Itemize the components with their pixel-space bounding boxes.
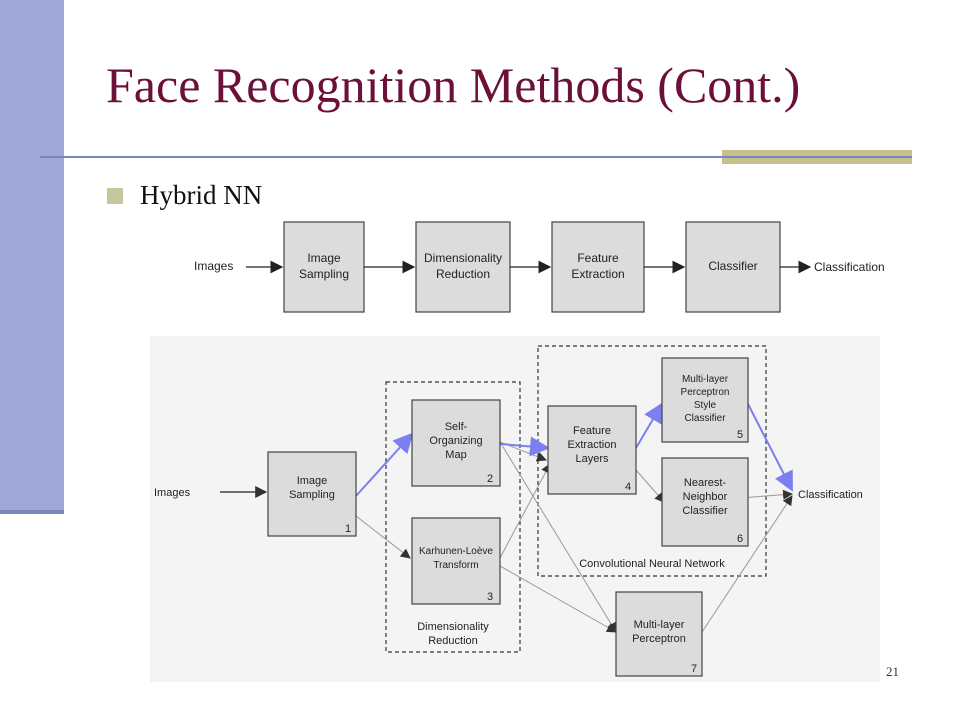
svg-text:Classifier: Classifier	[682, 505, 728, 517]
svg-text:Karhunen-Loève: Karhunen-Loève	[419, 546, 493, 557]
group-cnn-label: Convolutional Neural Network	[579, 558, 725, 570]
bullet-square-icon	[107, 188, 123, 204]
svg-text:Neighbor: Neighbor	[683, 491, 728, 503]
hybrid-network-diagram: Dimensionality Reduction Convolutional N…	[150, 336, 880, 682]
svg-text:Multi-layer: Multi-layer	[682, 374, 729, 385]
svg-text:7: 7	[691, 663, 697, 675]
pipeline-output-label: Classification	[814, 260, 885, 274]
svg-text:Classifier: Classifier	[684, 413, 726, 424]
svg-text:Map: Map	[445, 449, 466, 461]
network-output-label: Classification	[798, 489, 863, 501]
svg-text:Perceptron: Perceptron	[632, 633, 686, 645]
divider-accent	[722, 150, 912, 164]
group-dimensionality-label-1: Dimensionality	[417, 621, 489, 633]
slide-title: Face Recognition Methods (Cont.)	[106, 57, 801, 113]
pipeline-box-image-sampling: Image Sampling	[283, 221, 365, 313]
svg-text:4: 4	[625, 481, 631, 493]
pipeline-input-label: Images	[194, 259, 233, 273]
svg-text:Style: Style	[694, 400, 717, 411]
svg-text:Dimensionality: Dimensionality	[424, 251, 502, 265]
svg-text:Reduction: Reduction	[436, 267, 490, 281]
svg-text:Organizing: Organizing	[429, 435, 482, 447]
svg-text:Perceptron: Perceptron	[681, 387, 730, 398]
svg-text:Image: Image	[297, 475, 328, 487]
svg-text:2: 2	[487, 473, 493, 485]
pipeline-box-feature-extraction: Feature Extraction	[551, 221, 645, 313]
svg-text:Extraction: Extraction	[571, 267, 624, 281]
svg-text:Transform: Transform	[433, 560, 478, 571]
bullet-text: Hybrid NN	[140, 180, 263, 210]
node-image-sampling: Image Sampling 1	[267, 451, 357, 537]
svg-text:Image: Image	[307, 251, 341, 265]
svg-text:1: 1	[345, 523, 351, 535]
node-feature-extraction-layers: Feature Extraction Layers 4	[547, 405, 637, 495]
svg-text:Layers: Layers	[575, 453, 609, 465]
node-nearest-neighbor-classifier: Nearest- Neighbor Classifier 6	[661, 457, 749, 547]
node-mlp-style-classifier: Multi-layer Perceptron Style Classifier …	[661, 357, 749, 443]
pipeline-diagram: Images Image Sampling Dimensionality Red…	[186, 218, 906, 318]
slide-page-number: 21	[886, 664, 899, 679]
pipeline-box-classifier: Classifier	[685, 221, 781, 313]
svg-text:Self-: Self-	[445, 421, 468, 433]
svg-text:Extraction: Extraction	[568, 439, 617, 451]
node-karhunen-loeve-transform: Karhunen-Loève Transform 3	[411, 517, 501, 605]
node-multi-layer-perceptron: Multi-layer Perceptron 7	[615, 591, 703, 677]
svg-text:Nearest-: Nearest-	[684, 477, 727, 489]
svg-text:Feature: Feature	[573, 425, 611, 437]
pipeline-box-dimensionality-reduction: Dimensionality Reduction	[415, 221, 511, 313]
group-dimensionality-frame	[385, 381, 521, 653]
svg-text:6: 6	[737, 533, 743, 545]
svg-text:Classifier: Classifier	[708, 259, 757, 273]
left-sidebar-band	[0, 0, 64, 512]
svg-text:Sampling: Sampling	[299, 267, 349, 281]
svg-text:Sampling: Sampling	[289, 489, 335, 501]
svg-text:3: 3	[487, 591, 493, 603]
sidebar-shadow	[0, 510, 64, 514]
network-input-label: Images	[154, 487, 191, 499]
node-self-organizing-map: Self- Organizing Map 2	[411, 399, 501, 487]
title-divider	[40, 156, 912, 158]
svg-text:Feature: Feature	[577, 251, 619, 265]
group-dimensionality-label-2: Reduction	[428, 635, 478, 647]
svg-text:Multi-layer: Multi-layer	[634, 619, 685, 631]
svg-text:5: 5	[737, 429, 743, 441]
